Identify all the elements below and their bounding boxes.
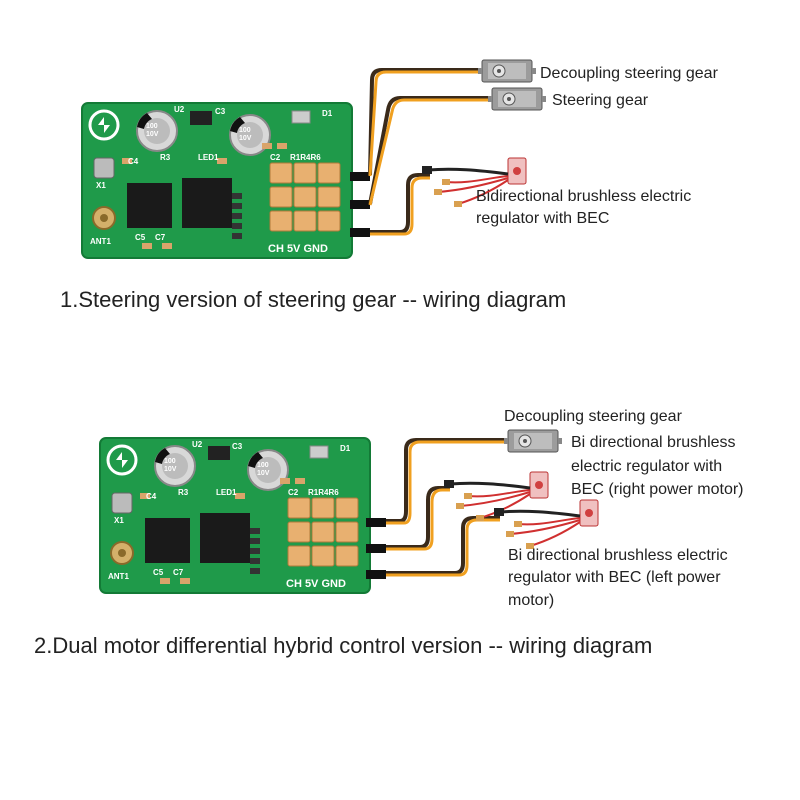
pcb-label-u2: U2 — [192, 440, 203, 449]
pcb-label-cap-voltage: 10V — [146, 131, 159, 138]
servo-icon — [503, 429, 563, 453]
label-decoupling-steering-gear: Decoupling steering gear — [504, 408, 682, 425]
pcb-label-c7: C7 — [173, 568, 184, 577]
caption-diagram-2: 2.Dual motor differential hybrid control… — [34, 633, 653, 658]
label-right-esc-line1: Bi directional brushless — [571, 434, 736, 451]
label-left-esc-line3: motor) — [508, 592, 555, 609]
label-decoupling-steering-gear: Decoupling steering gear — [540, 65, 718, 82]
servo-icon — [487, 87, 547, 111]
pcb-label-c2: C2 — [270, 153, 281, 162]
pcb-label-r3: R3 — [160, 153, 171, 162]
wire-servo-2 — [368, 98, 488, 206]
pcb-label-c5: C5 — [135, 233, 146, 242]
pcb-label-r3: R3 — [178, 488, 189, 497]
label-steering-gear: Steering gear — [552, 92, 649, 109]
pcb-label-cap-value-2: 100 — [257, 462, 269, 469]
wire-esc-1 — [370, 176, 430, 236]
pcb-label-r1r4r6: R1R4R6 — [308, 488, 339, 497]
pcb-label-led1: LED1 — [198, 153, 219, 162]
pcb-label-cap-voltage-2: 10V — [257, 470, 270, 477]
diagram-2-dual-motor: U2 C3 D1 C4 R3 LED1 X1 ANT1 C5 C7 C2 R1R… — [98, 429, 600, 595]
label-esc-line1: Bidirectional brushless electric — [476, 188, 692, 205]
pcb-label-cap-value: 100 — [164, 458, 176, 465]
pcb-label-x1: X1 — [114, 516, 124, 525]
label-right-esc-line2: electric regulator with — [571, 458, 723, 475]
diagram-1-steering: U2 C3 D1 C4 R3 LED1 X1 ANT1 C5 C7 C2 R1R… — [80, 59, 547, 260]
pcb-label-r1r4r6: R1R4R6 — [290, 153, 321, 162]
pcb-label-cap-voltage-2: 10V — [239, 135, 252, 142]
pcb-label-c7: C7 — [155, 233, 166, 242]
pcb-header-footer-label: CH 5V GND — [286, 578, 346, 590]
pcb-label-cap-value: 100 — [146, 123, 158, 130]
pcb-label-c3: C3 — [215, 107, 226, 116]
label-left-esc-line2: regulator with BEC (left power — [508, 569, 721, 586]
pcb-label-d1: D1 — [340, 444, 351, 453]
wire-esc-left — [386, 518, 500, 577]
pcb-header-footer-label: CH 5V GND — [268, 243, 328, 255]
pcb-label-ant1: ANT1 — [108, 572, 129, 581]
servo-icon — [477, 59, 537, 83]
pcb-label-u2: U2 — [174, 105, 185, 114]
wire-servo — [386, 440, 505, 525]
label-esc-line2: regulator with BEC — [476, 210, 610, 227]
wire-esc-right — [386, 488, 450, 551]
pcb-label-c3: C3 — [232, 442, 243, 451]
pcb-label-c5: C5 — [153, 568, 164, 577]
pcb-board-icon — [80, 101, 354, 260]
pcb-label-cap-voltage: 10V — [164, 466, 177, 473]
pcb-label-c2: C2 — [288, 488, 299, 497]
pcb-label-cap-value-2: 100 — [239, 127, 251, 134]
pcb-label-ant1: ANT1 — [90, 237, 111, 246]
pcb-label-led1: LED1 — [216, 488, 237, 497]
esc-icon — [492, 498, 600, 551]
pcb-label-c4: C4 — [128, 157, 139, 166]
pcb-label-x1: X1 — [96, 181, 106, 190]
pcb-label-d1: D1 — [322, 109, 333, 118]
caption-diagram-1: 1.Steering version of steering gear -- w… — [60, 287, 567, 312]
label-right-esc-line3: BEC (right power motor) — [571, 481, 744, 498]
pcb-label-c4: C4 — [146, 492, 157, 501]
pcb-board-icon — [98, 436, 372, 595]
wire-servo-1 — [368, 70, 480, 177]
label-left-esc-line1: Bi directional brushless electric — [508, 547, 728, 564]
